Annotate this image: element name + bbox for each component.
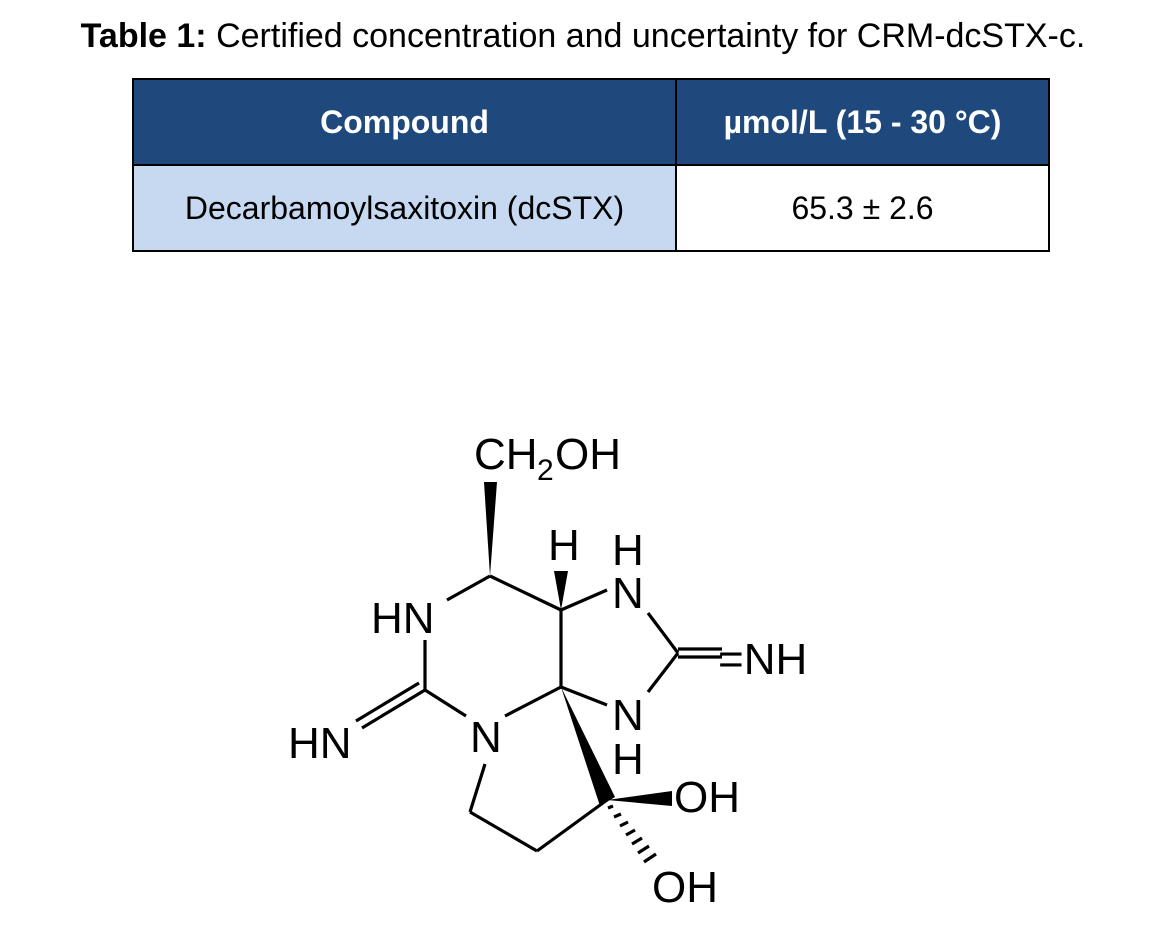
header-compound: Compound (132, 78, 677, 166)
table-caption: Table 1: Certified concentration and unc… (0, 14, 1166, 58)
bond-c2-imine-double-a (361, 688, 426, 730)
wedge-c10-oh (607, 791, 672, 806)
caption-text: Certified concentration and uncertainty … (206, 17, 1086, 55)
bond-hn-c4 (446, 574, 491, 602)
label-nh-bottom-n: N (612, 691, 644, 740)
label-imine-nh: =NH (718, 635, 807, 684)
bond-c12-c11 (469, 810, 538, 853)
bond-c5-n7 (560, 588, 608, 612)
hashed-wedge-c10-oh (607, 804, 657, 864)
cell-concentration-value: 65.3 ± 2.6 (675, 164, 1050, 252)
wedge-c5-h (554, 571, 568, 610)
bond-n3-c2 (424, 688, 467, 718)
bond-n9-c6 (560, 685, 608, 707)
wedge-c4-ch2oh (484, 482, 497, 576)
label-ch2-subscript: 2 (537, 454, 554, 487)
label-exocyclic-hn: HN (288, 719, 352, 768)
label-oh-hash: OH (652, 863, 718, 912)
table-row: Decarbamoylsaxitoxin (dcSTX) 65.3 ± 2.6 (132, 164, 1050, 252)
bond-c4-c5 (489, 574, 562, 612)
label-ch: CH (474, 430, 538, 479)
table-header-row: Compound µmol/L (15 - 30 °C) (132, 78, 1050, 166)
wedge-c6-c10 (561, 687, 615, 806)
bond-n7-c8 (646, 612, 680, 654)
header-concentration: µmol/L (15 - 30 °C) (675, 78, 1050, 166)
caption-label: Table 1: (80, 17, 207, 55)
label-nh-bottom-h: H (612, 735, 644, 784)
bond-c11-c10 (536, 798, 608, 853)
label-nh-top-n: N (612, 569, 644, 618)
concentration-table: Compound µmol/L (15 - 30 °C) Decarbamoyl… (132, 78, 1050, 252)
bond-n3-c12 (468, 763, 487, 813)
label-ch2oh-oh: OH (555, 430, 621, 479)
label-oh-wedge: OH (674, 773, 740, 822)
bond-c2-imine-double-b (355, 681, 420, 723)
cell-compound-name: Decarbamoylsaxitoxin (dcSTX) (132, 164, 677, 252)
label-nh-top-h: H (612, 526, 644, 575)
bond-c8-n9 (646, 652, 680, 693)
label-center-n: N (470, 713, 502, 762)
bond-c6-n3 (504, 685, 562, 718)
label-ring-hn: HN (371, 594, 435, 643)
label-h-wedge: H (548, 521, 580, 570)
